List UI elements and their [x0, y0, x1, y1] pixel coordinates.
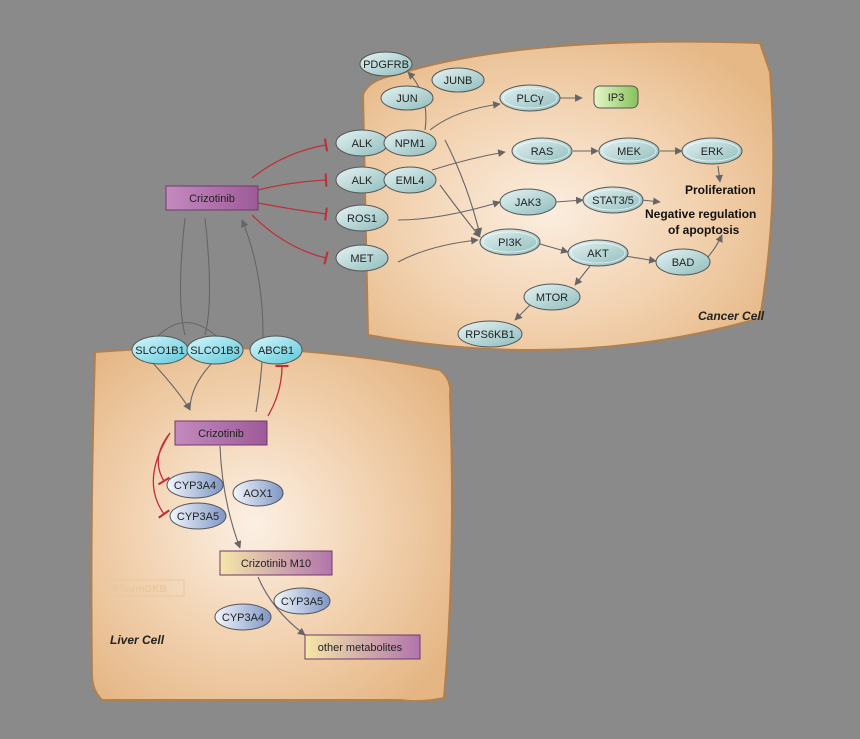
svg-text:MEK: MEK [617, 146, 642, 158]
svg-text:ALK: ALK [352, 175, 373, 187]
slco1b3-transporter[interactable]: SLCO1B3 [186, 335, 244, 365]
outcome-negreg-line2: of apoptosis [668, 223, 740, 237]
gene-mek[interactable]: MEK [598, 137, 660, 165]
metab-arrow [219, 445, 242, 549]
svg-text:SLCO1B1: SLCO1B1 [135, 345, 185, 357]
svg-text:CYP3A4: CYP3A4 [174, 480, 216, 492]
gene-rps6kb1[interactable]: RPS6KB1 [457, 320, 523, 348]
svg-text:JUN: JUN [396, 93, 417, 105]
gene-pdgfrb[interactable]: PDGFRB [359, 51, 413, 77]
cancer-cell-label: Cancer Cell [698, 309, 765, 323]
svg-text:IP3: IP3 [608, 92, 625, 104]
npm1-to-plc [429, 101, 501, 131]
gene-alk-1[interactable]: ALK [335, 129, 389, 157]
metabolite-ip3[interactable]: IP3 [593, 85, 639, 109]
slco1b1-transporter[interactable]: SLCO1B1 [131, 335, 189, 365]
eml4-to-ras [431, 149, 506, 171]
gene-plcg[interactable]: PLCγ [499, 84, 561, 112]
svg-text:ERK: ERK [701, 146, 724, 158]
liver-cell-label: Liver Cell [110, 633, 165, 647]
svg-text:JUNB: JUNB [444, 75, 473, 87]
eml4-to-pi3k [439, 184, 481, 238]
mtor-to-rps6kb1 [514, 304, 531, 321]
svg-text:CYP3A5: CYP3A5 [281, 596, 323, 608]
svg-text:AOX1: AOX1 [243, 488, 272, 500]
svg-text:MTOR: MTOR [536, 292, 568, 304]
outcome-proliferation: Proliferation [685, 183, 756, 197]
svg-text:Crizotinib: Crizotinib [198, 428, 244, 440]
met-to-pi3k [397, 236, 479, 263]
svg-text:CYP3A5: CYP3A5 [177, 511, 219, 523]
svg-text:Crizotinib M10: Crizotinib M10 [241, 558, 311, 570]
svg-text:AKT: AKT [587, 248, 609, 260]
gene-eml4[interactable]: EML4 [383, 166, 437, 194]
cyp3a5-enzyme-2[interactable]: CYP3A5 [273, 587, 331, 615]
svg-text:RAS: RAS [531, 146, 554, 158]
crizotinib-m10[interactable]: Crizotinib M10 [219, 550, 333, 576]
gene-akt[interactable]: AKT [567, 239, 629, 267]
svg-text:STAT3/5: STAT3/5 [592, 195, 634, 207]
gene-mtor[interactable]: MTOR [523, 283, 581, 311]
gene-met[interactable]: MET [335, 244, 389, 272]
svg-text:EML4: EML4 [396, 175, 425, 187]
slco-to-crizotinib [149, 359, 191, 411]
ros1-to-jak3 [397, 200, 501, 221]
svg-text:PI3K: PI3K [498, 237, 523, 249]
svg-text:SLCO1B3: SLCO1B3 [190, 345, 240, 357]
npm1-to-pi3k [444, 139, 483, 236]
akt-to-bad [624, 255, 657, 264]
gene-ros1[interactable]: ROS1 [335, 204, 389, 232]
svg-text:MET: MET [350, 253, 374, 265]
svg-text:ALK: ALK [352, 138, 373, 150]
abcb1-transporter[interactable]: ABCB1 [249, 335, 303, 365]
gene-erk[interactable]: ERK [681, 137, 743, 165]
watermark: ©PharmGKB [106, 584, 167, 595]
cyp3a4-enzyme-1[interactable]: CYP3A4 [166, 471, 224, 499]
svg-text:PDGFRB: PDGFRB [363, 59, 409, 71]
crizotinib-top[interactable]: Crizotinib [165, 185, 259, 211]
crizotinib-liver[interactable]: Crizotinib [174, 420, 268, 446]
gene-jun[interactable]: JUN [380, 85, 434, 111]
uptake-line [179, 217, 186, 336]
svg-text:ABCB1: ABCB1 [258, 345, 294, 357]
gene-pi3k[interactable]: PI3K [479, 228, 541, 256]
gene-jak3[interactable]: JAK3 [499, 188, 557, 216]
svg-text:PLCγ: PLCγ [517, 93, 544, 105]
svg-text:other metabolites: other metabolites [318, 642, 403, 654]
gene-ras[interactable]: RAS [511, 137, 573, 165]
gene-bad[interactable]: BAD [655, 248, 711, 276]
gene-npm1[interactable]: NPM1 [383, 129, 437, 157]
inhibit-alk-eml4 [257, 173, 328, 191]
erk-to-prolif [715, 165, 723, 183]
jak3-to-stat [555, 196, 584, 205]
gene-junb[interactable]: JUNB [431, 67, 485, 93]
gene-stat3-5[interactable]: STAT3/5 [582, 186, 644, 214]
gene-alk-2[interactable]: ALK [335, 166, 389, 194]
aox1-enzyme[interactable]: AOX1 [232, 479, 284, 507]
inhibit-cyp3a5 [152, 432, 171, 519]
pi3k-to-akt [539, 243, 569, 254]
other-metabolites[interactable]: other metabolites [304, 634, 421, 660]
svg-text:CYP3A4: CYP3A4 [222, 612, 264, 624]
outcome-negreg-line1: Negative regulation [645, 207, 756, 221]
m10-to-other [257, 576, 306, 636]
svg-text:RPS6KB1: RPS6KB1 [465, 329, 515, 341]
akt-to-mtor [574, 265, 591, 286]
inhibit-ros1 [257, 202, 328, 221]
cyp3a5-enzyme-1[interactable]: CYP3A5 [169, 502, 227, 530]
inhibit-abcb1 [267, 364, 289, 417]
uptake-line-2 [204, 217, 211, 336]
watermark-frame [101, 579, 185, 597]
svg-text:Crizotinib: Crizotinib [189, 193, 235, 205]
efflux-arrow [241, 219, 264, 413]
svg-text:JAK3: JAK3 [515, 197, 541, 209]
svg-text:NPM1: NPM1 [395, 138, 426, 150]
cyp3a4-enzyme-2[interactable]: CYP3A4 [214, 603, 272, 631]
inhibit-alk-npm1 [251, 138, 329, 179]
stat-to-negreg [641, 197, 661, 206]
svg-text:ROS1: ROS1 [347, 213, 377, 225]
svg-text:BAD: BAD [672, 257, 695, 269]
inhibit-met [251, 214, 329, 265]
